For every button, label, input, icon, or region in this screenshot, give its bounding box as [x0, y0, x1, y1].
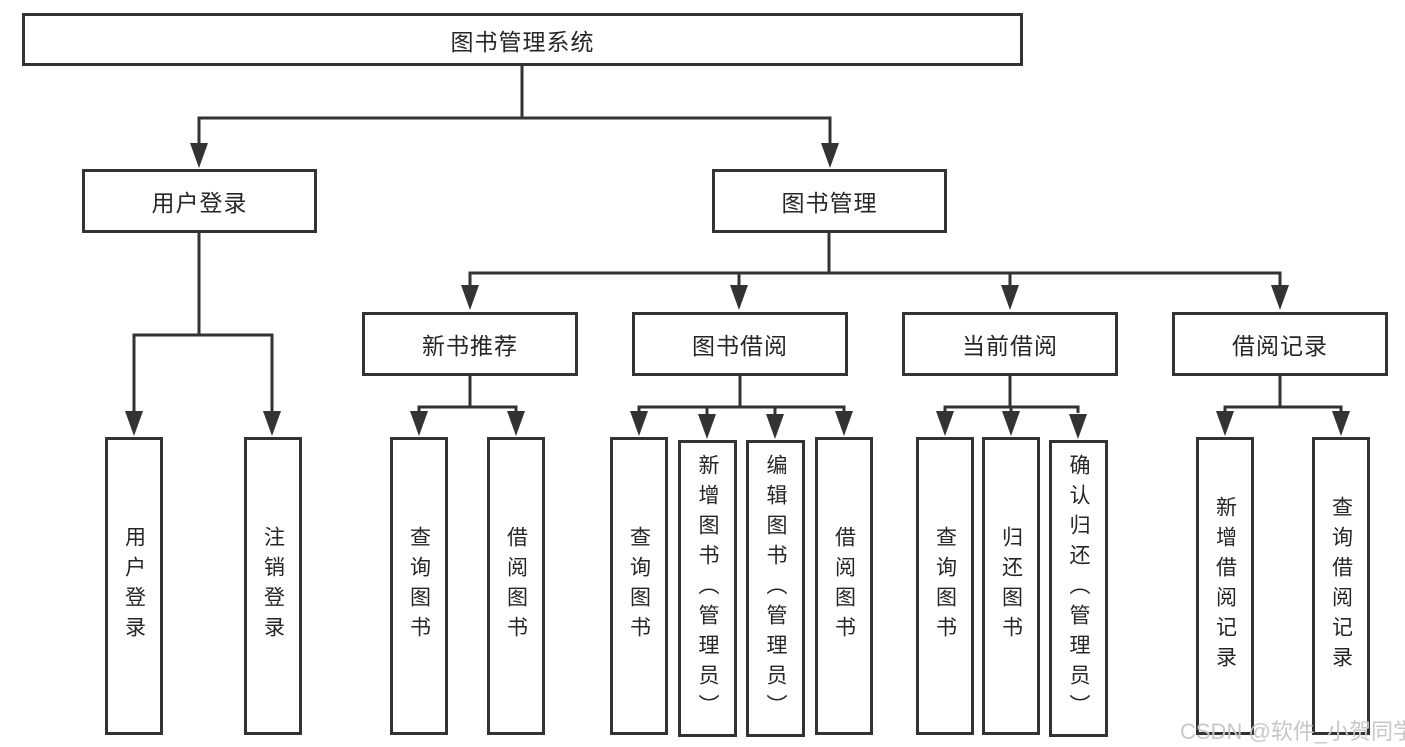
- leaf-user-login-label: 用户登录: [122, 526, 146, 646]
- leaf-return-book: 归还图书: [982, 437, 1040, 735]
- node-borrowing-records: 借阅记录: [1172, 312, 1388, 376]
- leaf-add-borrow-record: 新增借阅记录: [1196, 437, 1254, 735]
- node-current-borrowing-label: 当前借阅: [962, 333, 1058, 359]
- leaf-query-books-recommend: 查询图书: [390, 437, 448, 735]
- leaf-user-login: 用户登录: [105, 437, 163, 735]
- leaf-edit-book-admin-label: 编辑图书（管理员）: [764, 453, 787, 724]
- watermark: CSDN @软件_小贺同学: [1180, 719, 1405, 744]
- node-user-login-label: 用户登录: [151, 190, 248, 216]
- leaf-borrow-books-borrowing-label: 借阅图书: [832, 526, 856, 646]
- leaf-query-books-current: 查询图书: [916, 437, 974, 735]
- leaf-edit-book-admin: 编辑图书（管理员）: [746, 440, 805, 737]
- leaf-query-books-borrowing: 查询图书: [610, 437, 668, 735]
- leaf-query-books-current-label: 查询图书: [933, 526, 957, 646]
- leaf-query-borrow-record-label: 查询借阅记录: [1329, 496, 1353, 676]
- node-book-management: 图书管理: [712, 169, 947, 233]
- node-book-management-label: 图书管理: [781, 190, 878, 216]
- node-root: 图书管理系统: [22, 13, 1023, 66]
- leaf-add-borrow-record-label: 新增借阅记录: [1213, 496, 1237, 676]
- arrowhead-group: [125, 143, 1350, 439]
- leaf-borrow-books-recommend-label: 借阅图书: [504, 526, 528, 646]
- node-book-borrowing: 图书借阅: [632, 312, 848, 376]
- leaf-add-book-admin-label: 新增图书（管理员）: [696, 453, 719, 724]
- node-root-label: 图书管理系统: [450, 28, 595, 55]
- leaf-query-borrow-record: 查询借阅记录: [1312, 437, 1370, 735]
- node-new-book-recommend: 新书推荐: [362, 312, 578, 376]
- leaf-logout: 注销登录: [244, 437, 302, 735]
- node-new-book-recommend-label: 新书推荐: [422, 333, 518, 359]
- leaf-confirm-return-admin: 确认归还（管理员）: [1049, 440, 1108, 737]
- leaf-query-books-recommend-label: 查询图书: [407, 526, 431, 646]
- node-current-borrowing: 当前借阅: [902, 312, 1118, 376]
- leaf-borrow-books-borrowing: 借阅图书: [815, 437, 873, 735]
- leaf-add-book-admin: 新增图书（管理员）: [678, 440, 737, 737]
- leaf-confirm-return-admin-label: 确认归还（管理员）: [1067, 453, 1090, 724]
- leaf-query-books-borrowing-label: 查询图书: [627, 526, 651, 646]
- leaf-return-book-label: 归还图书: [999, 526, 1023, 646]
- node-borrowing-records-label: 借阅记录: [1232, 333, 1328, 359]
- leaf-logout-label: 注销登录: [261, 526, 285, 646]
- leaf-borrow-books-recommend: 借阅图书: [487, 437, 545, 735]
- node-user-login: 用户登录: [82, 169, 317, 233]
- node-book-borrowing-label: 图书借阅: [692, 333, 788, 359]
